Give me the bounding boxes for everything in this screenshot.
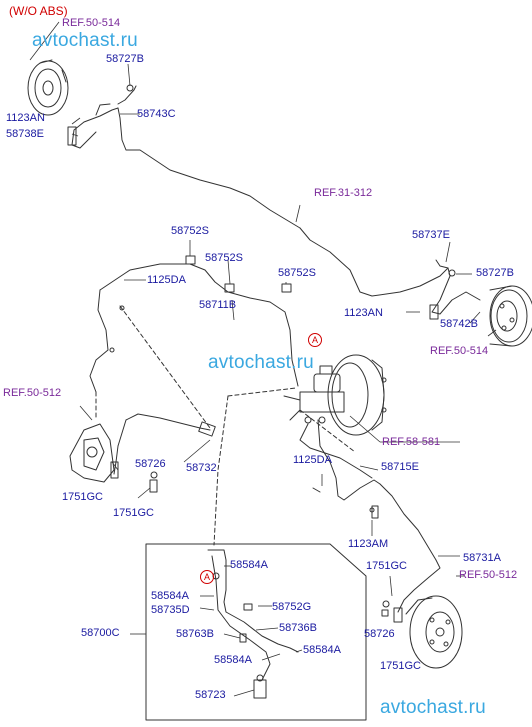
part-1123AN-right: 1123AN — [344, 307, 383, 319]
part-58715E: 58715E — [381, 461, 419, 473]
part-58752G: 58752G — [272, 601, 312, 613]
part-1123AN-left: 1123AN — [6, 112, 45, 124]
ref-50-512-left[interactable]: REF.50-512 — [3, 387, 62, 399]
front-left-disc-shield — [69, 423, 115, 483]
leader-lines — [95, 305, 356, 546]
part-58584A-4: 58584A — [303, 644, 341, 656]
rear-left-pipe — [67, 84, 449, 297]
ref-50-512-right[interactable]: REF.50-512 — [459, 569, 518, 581]
part-58743C: 58743C — [137, 108, 176, 120]
front-right-hose — [381, 559, 441, 623]
part-1125DA-top: 1125DA — [147, 274, 186, 286]
part-58726-right: 58726 — [364, 628, 395, 640]
part-58731A: 58731A — [463, 552, 501, 564]
front-pipes — [299, 419, 437, 561]
watermark-middle: avtochast.ru — [208, 352, 314, 373]
rear-right-drum — [489, 285, 532, 347]
ref-50-514-right[interactable]: REF.50-514 — [430, 345, 489, 357]
part-58742B: 58742B — [440, 318, 478, 330]
part-58584A-3: 58584A — [214, 654, 252, 666]
part-58736B: 58736B — [279, 622, 317, 634]
part-58738E: 58738E — [6, 128, 44, 140]
inset-box — [145, 543, 367, 721]
part-58723: 58723 — [195, 689, 226, 701]
part-58727B-top: 58727B — [106, 53, 144, 65]
part-1751GC-r1: 1751GC — [366, 560, 407, 572]
watermark-bottom: avtochast.ru — [380, 697, 486, 718]
part-58584A-1: 58584A — [230, 559, 268, 571]
front-right-disc — [405, 595, 463, 669]
bolts — [312, 487, 379, 519]
variant-label: (W/O ABS) — [9, 4, 68, 18]
part-1751GC-r2: 1751GC — [380, 660, 421, 672]
master-cylinder — [283, 365, 345, 424]
marker-a-booster: A — [308, 333, 322, 347]
part-58726-left: 58726 — [135, 458, 166, 470]
ref-58-581[interactable]: REF.58-581 — [382, 436, 441, 448]
marker-a-inset: A — [200, 570, 214, 584]
rear-right-pipe — [429, 259, 481, 320]
watermark-top: avtochast.ru — [32, 30, 138, 51]
part-1751GC-l1: 1751GC — [62, 491, 103, 503]
part-58752S-b: 58752S — [205, 252, 243, 264]
ref-31-312[interactable]: REF.31-312 — [314, 187, 373, 199]
front-left-hose — [110, 413, 216, 493]
ref-50-514-top[interactable]: REF.50-514 — [62, 17, 121, 29]
part-58584A-2: 58584A — [151, 590, 189, 602]
pipe-58711B — [89, 255, 299, 393]
part-58737E: 58737E — [412, 229, 450, 241]
part-58752S-c: 58752S — [278, 267, 316, 279]
part-1125DA-mid: 1125DA — [293, 454, 332, 466]
part-58700C: 58700C — [81, 627, 120, 639]
label-leaders — [29, 21, 497, 697]
part-58763B: 58763B — [176, 628, 214, 640]
part-58711B: 58711B — [199, 299, 237, 311]
rear-left-backing-plate — [27, 59, 69, 116]
part-58735D: 58735D — [151, 604, 190, 616]
part-58752S-a: 58752S — [171, 225, 209, 237]
part-58732: 58732 — [186, 462, 217, 474]
part-58727B-right: 58727B — [476, 267, 514, 279]
part-1123AM: 1123AM — [348, 538, 389, 550]
part-1751GC-l2: 1751GC — [113, 507, 154, 519]
brake-booster — [327, 354, 387, 436]
